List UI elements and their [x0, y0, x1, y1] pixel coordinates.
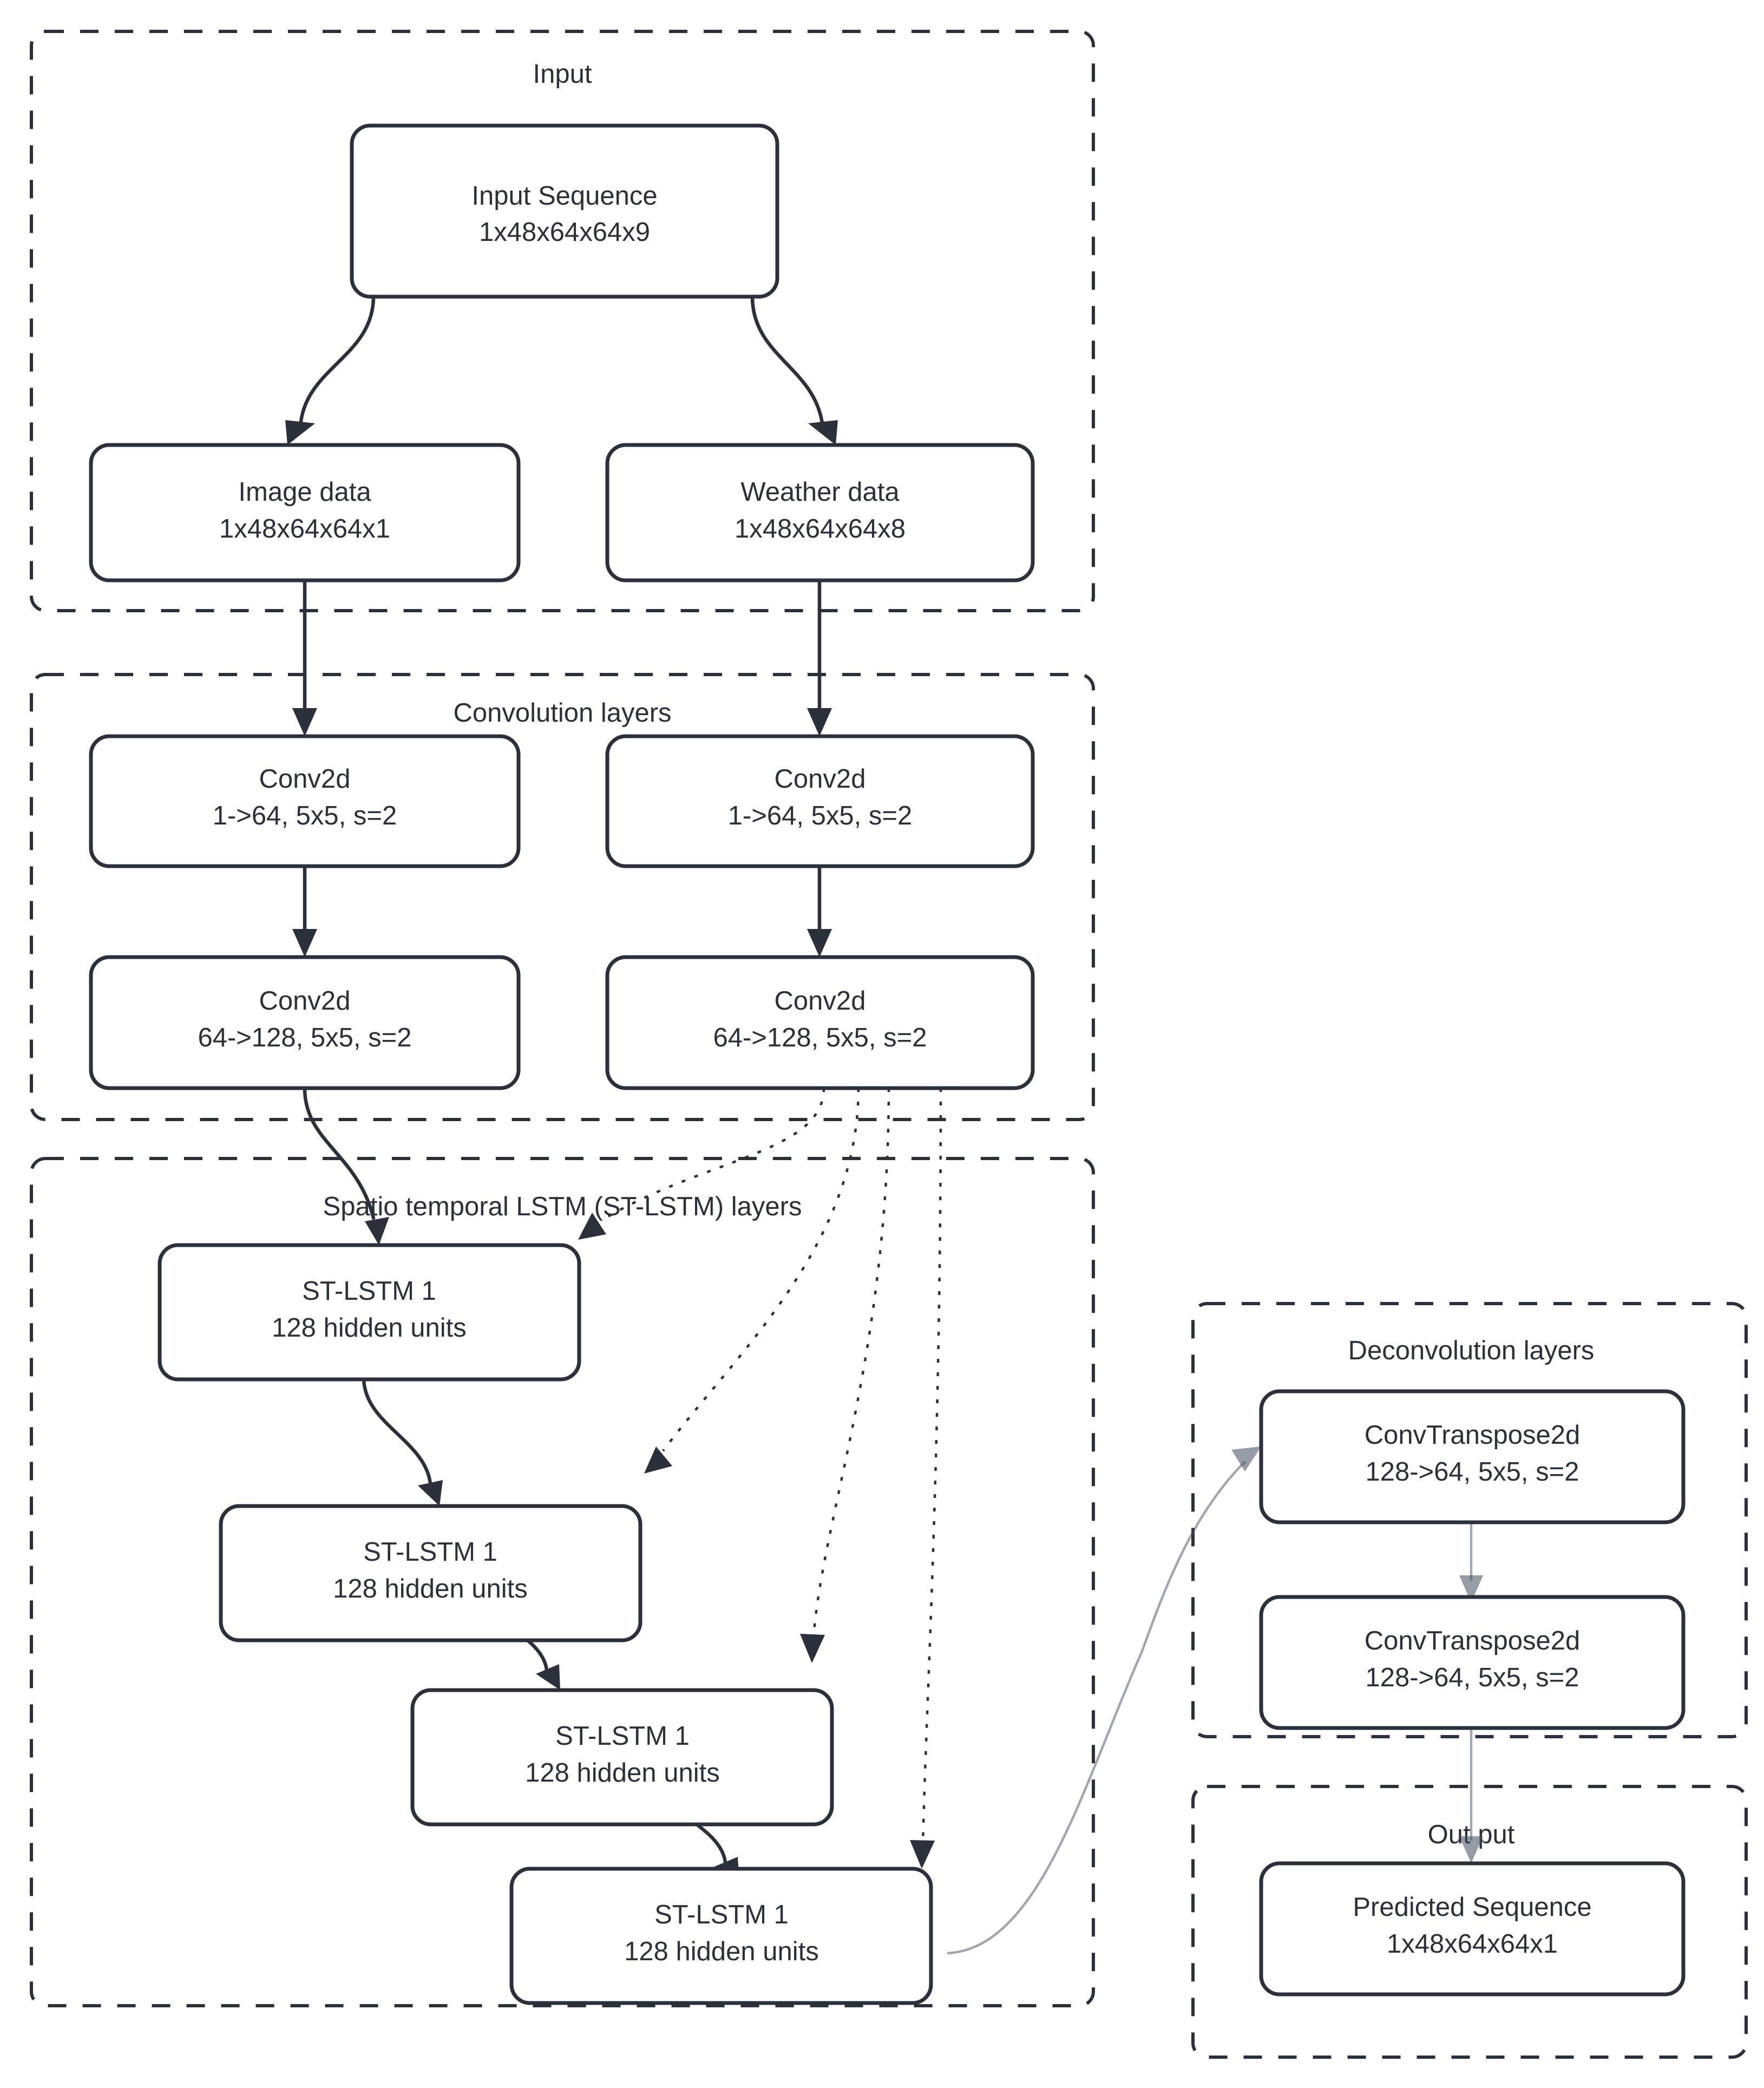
node-box-convtranspose2d-2[interactable] [1259, 1595, 1686, 1730]
node-box-st-lstm-4[interactable] [509, 1867, 933, 2005]
group-box-convolution [30, 673, 1095, 1121]
node-st-lstm-4[interactable]: ST-LSTM 1 128 hidden units [509, 1867, 933, 2005]
node-input-sequence[interactable]: Input Sequence 1x48x64x64x9 [350, 123, 779, 299]
node-box-st-lstm-1[interactable] [158, 1243, 581, 1382]
group-title-input: Input [533, 60, 592, 89]
arrowhead-st-lstm-3-right [800, 1634, 825, 1663]
node-label-st-lstm-1-line2: 128 hidden units [272, 1313, 467, 1343]
node-convtranspose2d-1[interactable]: ConvTranspose2d 128->64, 5x5, s=2 [1259, 1389, 1686, 1524]
node-label-weather-data-line1: Weather data [740, 477, 900, 507]
node-weather-data[interactable]: Weather data 1x48x64x64x8 [605, 443, 1035, 582]
node-label-conv2d-wea-2-line2: 64->128, 5x5, s=2 [713, 1023, 927, 1052]
node-conv2d-img-1[interactable]: Conv2d 1->64, 5x5, s=2 [89, 734, 521, 868]
node-box-conv2d-wea-2[interactable] [605, 955, 1035, 1090]
node-label-convtranspose2d-1-line1: ConvTranspose2d [1365, 1421, 1581, 1450]
arrowhead-weather-data [808, 420, 838, 445]
arrowhead-conv2d-img-2 [292, 929, 317, 957]
arrowhead-convtranspose2d-2 [1459, 1575, 1483, 1602]
node-label-st-lstm-2-line1: ST-LSTM 1 [363, 1537, 497, 1567]
node-box-input-sequence[interactable] [350, 123, 779, 299]
arrowhead-predicted-sequence [1459, 1836, 1483, 1863]
node-label-input-sequence-line2: 1x48x64x64x9 [479, 218, 650, 247]
arrowhead-st-lstm-3-top [536, 1664, 560, 1690]
node-label-convtranspose2d-2-line2: 128->64, 5x5, s=2 [1365, 1663, 1579, 1692]
node-box-conv2d-img-1[interactable] [89, 734, 521, 868]
node-label-convtranspose2d-2-line1: ConvTranspose2d [1365, 1626, 1581, 1655]
node-box-st-lstm-3[interactable] [410, 1688, 834, 1827]
edge-input-to-weather-data [750, 294, 825, 430]
node-label-st-lstm-4-line2: 128 hidden units [624, 1937, 819, 1966]
node-label-image-data-line2: 1x48x64x64x1 [219, 514, 390, 544]
node-label-conv2d-img-1-line1: Conv2d [259, 764, 351, 794]
node-label-conv2d-img-2-line1: Conv2d [259, 986, 351, 1016]
arrowhead-st-lstm-2-right [644, 1446, 672, 1474]
node-label-input-sequence-line1: Input Sequence [471, 181, 657, 211]
node-label-st-lstm-3-line1: ST-LSTM 1 [555, 1722, 690, 1751]
node-st-lstm-2[interactable]: ST-LSTM 1 128 hidden units [219, 1504, 642, 1642]
node-box-weather-data[interactable] [605, 443, 1035, 582]
edge-conv-img-2-to-lstm1 [303, 1086, 376, 1220]
node-image-data[interactable]: Image data 1x48x64x64x1 [89, 443, 521, 582]
node-label-st-lstm-3-line2: 128 hidden units [525, 1758, 720, 1788]
edge-conv-wea-2-to-lstm2-dotted [662, 1088, 860, 1452]
node-conv2d-wea-2[interactable]: Conv2d 64->128, 5x5, s=2 [605, 955, 1035, 1090]
group-title-lstm: Spatio temporal LSTM (ST-LSTM) layers [323, 1192, 802, 1221]
node-box-image-data[interactable] [89, 443, 521, 582]
arrowhead-convtranspose2d-1 [1231, 1446, 1261, 1471]
node-box-conv2d-img-2[interactable] [89, 955, 521, 1090]
arrowhead-st-lstm-1-right [578, 1213, 606, 1240]
node-label-conv2d-wea-1-line1: Conv2d [775, 764, 866, 794]
node-label-st-lstm-2-line2: 128 hidden units [333, 1574, 528, 1603]
node-label-conv2d-img-2-line2: 64->128, 5x5, s=2 [198, 1023, 411, 1052]
node-st-lstm-3[interactable]: ST-LSTM 1 128 hidden units [410, 1688, 834, 1827]
arrowhead-conv2d-wea-2 [807, 929, 832, 957]
group-box-lstm [30, 1157, 1095, 2007]
node-st-lstm-1[interactable]: ST-LSTM 1 128 hidden units [158, 1243, 581, 1382]
arrowhead-st-lstm-1-left [365, 1217, 389, 1245]
node-label-conv2d-wea-2-line1: Conv2d [775, 986, 866, 1016]
node-label-st-lstm-1-line1: ST-LSTM 1 [302, 1277, 436, 1306]
edge-input-to-image-data [298, 294, 376, 430]
node-box-convtranspose2d-1[interactable] [1259, 1389, 1686, 1524]
node-box-st-lstm-2[interactable] [219, 1504, 642, 1642]
node-label-weather-data-line2: 1x48x64x64x8 [735, 514, 906, 544]
group-box-output [1191, 1785, 1748, 2059]
node-conv2d-wea-1[interactable]: Conv2d 1->64, 5x5, s=2 [605, 734, 1035, 868]
group-title-convolution: Convolution layers [453, 698, 671, 728]
node-label-predicted-sequence-line2: 1x48x64x64x1 [1387, 1929, 1558, 1959]
arrowhead-st-lstm-4-right [910, 1840, 935, 1869]
arrowhead-conv2d-img-1 [292, 708, 317, 736]
group-box-input [30, 30, 1095, 612]
node-label-predicted-sequence-line1: Predicted Sequence [1353, 1893, 1591, 1922]
node-box-predicted-sequence[interactable] [1259, 1861, 1686, 1997]
edge-conv-wea-2-to-lstm4-dotted [921, 1088, 942, 1844]
node-predicted-sequence[interactable]: Predicted Sequence 1x48x64x64x1 [1259, 1861, 1686, 1997]
node-box-conv2d-wea-1[interactable] [605, 734, 1035, 868]
edge-conv-wea-2-to-lstm3-dotted [812, 1088, 890, 1638]
arrowhead-st-lstm-2-top [418, 1480, 443, 1506]
node-conv2d-img-2[interactable]: Conv2d 64->128, 5x5, s=2 [89, 955, 521, 1090]
arrowhead-image-data [285, 420, 315, 445]
group-title-deconvolution: Deconvolution layers [1348, 1336, 1595, 1365]
node-convtranspose2d-2[interactable]: ConvTranspose2d 128->64, 5x5, s=2 [1259, 1595, 1686, 1730]
edge-lstm1-to-lstm2 [362, 1376, 432, 1485]
node-label-conv2d-wea-1-line2: 1->64, 5x5, s=2 [728, 801, 913, 830]
edge-lstm4-to-deconv1 [947, 1461, 1246, 1955]
node-label-st-lstm-4-line1: ST-LSTM 1 [654, 1900, 789, 1929]
node-label-conv2d-img-1-line2: 1->64, 5x5, s=2 [213, 801, 397, 830]
node-label-image-data-line1: Image data [238, 477, 371, 507]
arrowhead-conv2d-wea-1 [807, 708, 832, 736]
node-label-convtranspose2d-1-line2: 128->64, 5x5, s=2 [1365, 1457, 1579, 1487]
